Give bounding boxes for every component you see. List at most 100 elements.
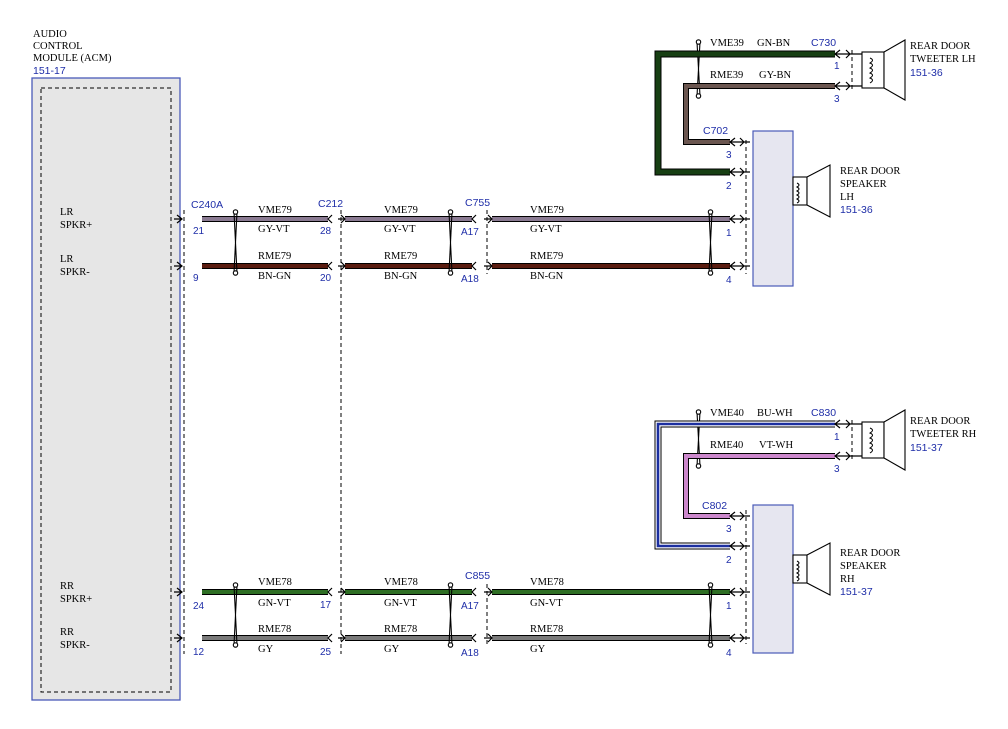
module-title-line-2: CONTROL [33, 41, 83, 52]
tweeter-rh-coil [868, 427, 873, 454]
connector-boundaries [183, 50, 853, 654]
pin-name-rr-neg-2: SPKR- [60, 640, 90, 651]
pin-number: 1 [834, 61, 840, 72]
terminal-arrow [338, 633, 346, 643]
terminal-arrow [174, 261, 183, 271]
terminal-arrow [174, 587, 183, 597]
wire-label-color: BN-GN [258, 271, 292, 282]
terminal-arrow [327, 261, 333, 271]
speaker-lh-cone [806, 164, 831, 218]
wire-label-color: GY-BN [759, 70, 792, 81]
terminal-arrow [484, 587, 493, 597]
speaker-lh-connector-body [752, 130, 794, 287]
terminal-arrows [174, 49, 862, 643]
pin-number: 28 [320, 226, 332, 237]
wire-label-color: GN-VT [384, 598, 417, 609]
speaker-rh-connector-body [752, 504, 794, 654]
pin-name-rr-pos-1: RR [60, 581, 74, 592]
twist-marker [232, 209, 239, 276]
connector-c755: C755 [465, 197, 490, 209]
terminal-arrow [729, 137, 750, 147]
wire-label-color: GY [258, 644, 274, 655]
terminal-arrow [327, 587, 333, 597]
pin-name-rr-neg-1: RR [60, 627, 74, 638]
terminal-arrow [484, 214, 493, 224]
pin-number: A17 [461, 601, 479, 612]
wire-label-circuit: VME79 [384, 205, 418, 216]
connector-labels: C240A C212 C755 C855 C702 C802 C730 C830 [191, 37, 836, 582]
tweeter-lh: REAR DOOR TWEETER LH 151-36 [861, 39, 976, 101]
pin-number: 1 [834, 432, 840, 443]
connector-c212: C212 [318, 198, 343, 210]
terminal-arrow [174, 214, 183, 224]
pin-number: 4 [726, 648, 732, 659]
tweeter-rh-label-1: REAR DOOR [910, 416, 970, 427]
main-wires [202, 216, 730, 641]
pin-name-lr-neg-2: SPKR- [60, 267, 90, 278]
tweeter-lh-magnet [861, 51, 885, 89]
tweeter-lh-coil [868, 57, 873, 84]
terminal-arrow [338, 261, 346, 271]
wire-label-color: GN-BN [757, 38, 791, 49]
tweeter-rh-magnet [861, 421, 885, 459]
pin-number: 25 [320, 647, 332, 658]
wire-label-circuit: VME79 [258, 205, 292, 216]
wire-label-circuit: VME78 [258, 577, 292, 588]
speaker-rh-ref: 151-37 [840, 586, 873, 598]
wire-label-color: VT-WH [759, 440, 793, 451]
pin-number: 3 [834, 94, 840, 105]
wire-label-color: GN-VT [258, 598, 291, 609]
wire-label-color: BN-GN [384, 271, 418, 282]
pin-number: 3 [726, 150, 732, 161]
terminal-arrow [729, 511, 750, 521]
speaker-lh-label-3: LH [840, 192, 854, 203]
terminal-arrow [174, 633, 183, 643]
audio-control-module: AUDIO CONTROL MODULE (ACM) 151-17 LR SPK… [31, 29, 181, 701]
wire-label-circuit: VME78 [530, 577, 564, 588]
wire-label-color: GY [530, 644, 546, 655]
pin-number: 12 [193, 647, 205, 658]
pin-number: 17 [320, 600, 332, 611]
twisted-pair-markers [232, 39, 714, 648]
wire-label-circuit: VME40 [710, 408, 744, 419]
terminal-arrow [729, 261, 750, 271]
module-title-line-1: AUDIO [33, 29, 67, 40]
wire-label-circuit: RME78 [258, 624, 291, 635]
pin-number: 1 [726, 601, 732, 612]
tweeter-rh: REAR DOOR TWEETER RH 151-37 [861, 409, 977, 471]
wire-label-color: GY [384, 644, 400, 655]
wire-label-color: GN-VT [530, 598, 563, 609]
speaker-rh-label-3: RH [840, 574, 855, 585]
terminal-arrow [471, 633, 477, 643]
terminal-arrow [834, 419, 862, 429]
pin-number: 2 [726, 555, 732, 566]
tweeter-lh-cone [883, 39, 906, 101]
twist-marker [695, 409, 702, 469]
speaker-lh: REAR DOOR SPEAKER LH 151-36 [752, 130, 900, 287]
terminal-arrow [327, 633, 333, 643]
pin-name-lr-neg-1: LR [60, 254, 73, 265]
twist-marker [707, 582, 714, 648]
terminal-arrow [834, 81, 862, 91]
wire-label-circuit: RME78 [530, 624, 563, 635]
wire-label-color: GY-VT [530, 224, 562, 235]
wire-label-circuit: VME79 [530, 205, 564, 216]
terminal-arrow [471, 214, 477, 224]
wire-label-color: BN-GN [530, 271, 564, 282]
wire-label-circuit: RME79 [384, 251, 417, 262]
twist-marker [447, 582, 454, 648]
terminal-arrow [729, 587, 750, 597]
speaker-rh-label-2: SPEAKER [840, 561, 887, 572]
wire-label-color: GY-VT [258, 224, 290, 235]
wire-label-circuit: RME78 [384, 624, 417, 635]
tweeter-lh-ref: 151-36 [910, 67, 943, 79]
terminal-arrow [484, 261, 493, 271]
terminal-arrow [729, 541, 750, 551]
wire-label-circuit: VME39 [710, 38, 744, 49]
twist-marker [695, 39, 702, 99]
wire-label-color: GY-VT [384, 224, 416, 235]
pin-number: A18 [461, 274, 479, 285]
module-box [31, 77, 181, 701]
wire-label-circuit: RME79 [530, 251, 563, 262]
